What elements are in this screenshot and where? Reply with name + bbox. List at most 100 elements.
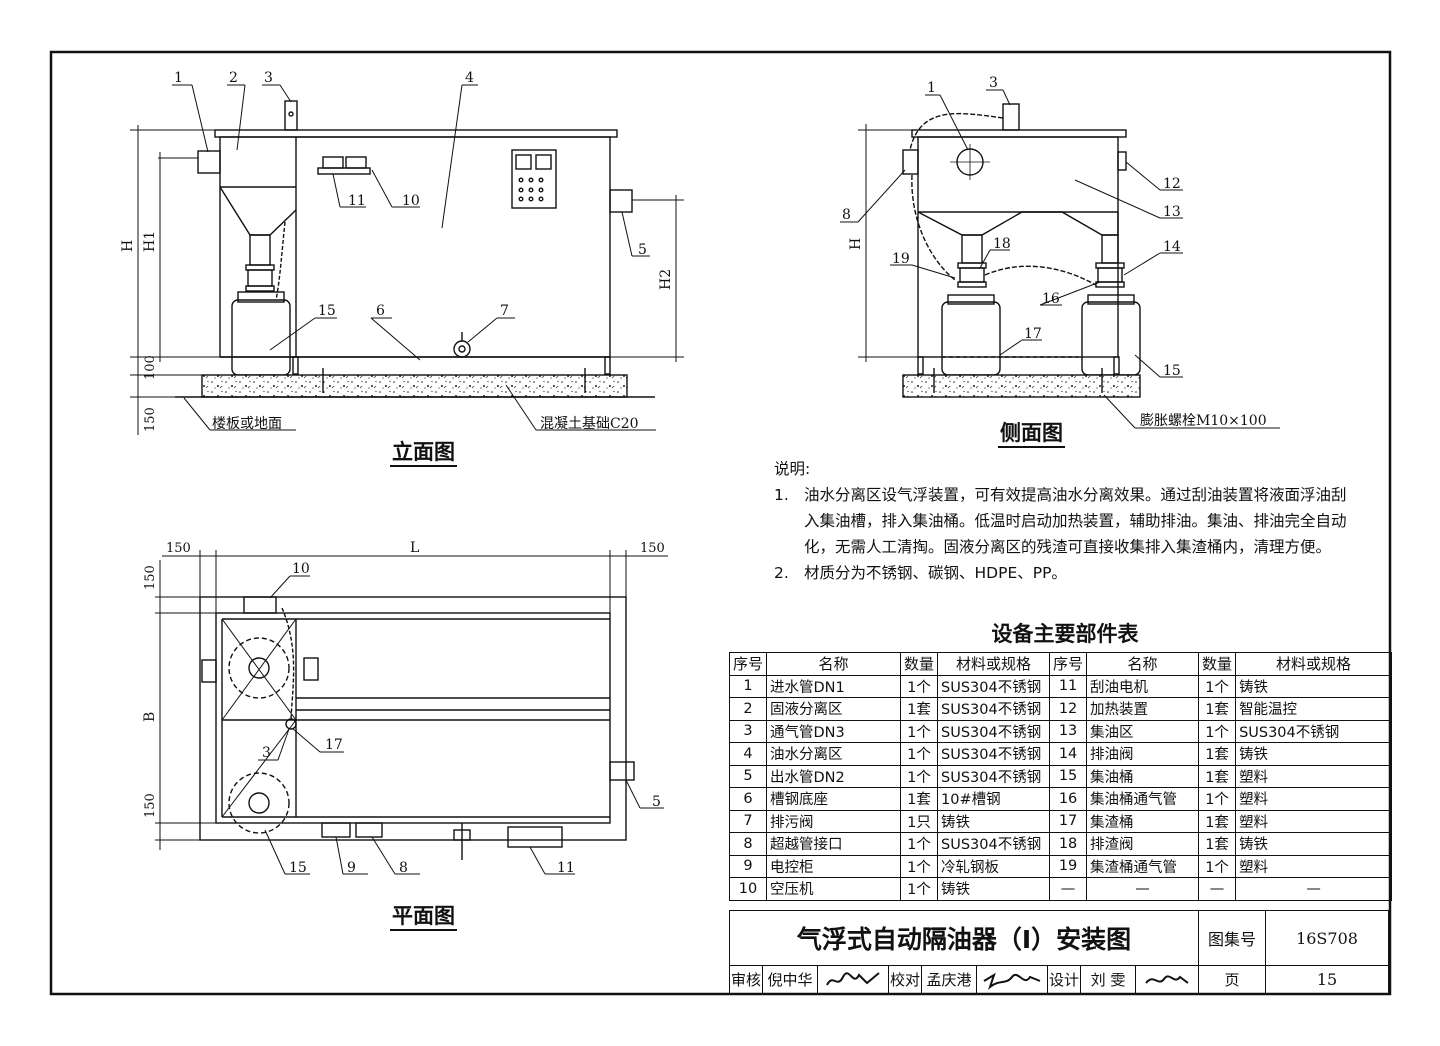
- atlas-label: 图集号: [1198, 910, 1266, 966]
- parts-table-cell: 1个: [900, 719, 939, 743]
- plan-callout-8: 10: [292, 561, 310, 577]
- parts-table-cell: 1套: [1198, 764, 1237, 788]
- parts-table-cell: 通气管DN3: [766, 719, 902, 743]
- parts-table-cell: 16: [1049, 787, 1088, 811]
- note-item-1: 1. 油水分离区设气浮装置，可有效提高油水分离效果。通过刮油装置将液面浮油刮入集…: [774, 482, 1354, 560]
- parts-table-cell: 1个: [900, 832, 939, 856]
- callout-11: 11: [348, 193, 366, 209]
- plan-callout-9: 11: [557, 860, 575, 876]
- side-view: [840, 89, 1280, 429]
- parts-table-cell: 1个: [900, 877, 939, 901]
- parts-table-cell: 10: [728, 877, 768, 901]
- sheet-border: [49, 50, 1392, 996]
- foundation-label: 混凝土基础C20: [540, 415, 639, 432]
- callout-15: 15: [318, 303, 336, 319]
- bolt-label: 膨胀螺栓M10×100: [1140, 412, 1267, 429]
- callout-7: 7: [500, 303, 509, 319]
- callout-6: 6: [376, 303, 385, 319]
- col-header: 名称: [1086, 652, 1200, 676]
- parts-table-cell: —: [1049, 877, 1088, 901]
- parts-table-cell: 1个: [900, 742, 939, 766]
- parts-table-cell: SUS304不锈钢: [1235, 719, 1393, 743]
- parts-table-cell: 超越管接口: [766, 832, 902, 856]
- parts-table-cell: 集油区: [1086, 719, 1200, 743]
- reviewer-name: 倪中华: [762, 965, 818, 994]
- parts-table-cell: 1个: [1198, 854, 1237, 878]
- parts-table-cell: 1只: [900, 809, 939, 833]
- plan-callout-11: 9: [347, 860, 356, 876]
- parts-table-cell: 12: [1049, 697, 1088, 721]
- parts-table-cell: 1个: [1198, 674, 1237, 698]
- parts-table-cell: 1个: [900, 674, 939, 698]
- review-label: 审核: [729, 965, 763, 994]
- dim-100: 100: [143, 355, 158, 380]
- callout-1: 1: [174, 70, 183, 86]
- side-callout-17: 17: [1024, 326, 1042, 342]
- drawing-title: 气浮式自动隔油器（Ⅰ）安装图: [729, 910, 1199, 966]
- col-header: 材料或规格: [1235, 652, 1393, 676]
- dim-H2: H2: [658, 269, 674, 290]
- parts-table-cell: 7: [728, 809, 768, 833]
- callout-10: 10: [402, 193, 420, 209]
- page-number: 15: [1265, 965, 1389, 994]
- parts-table-cell: 8: [728, 832, 768, 856]
- floor-label: 楼板或地面: [212, 416, 282, 432]
- parts-table-cell: 18: [1049, 832, 1088, 856]
- note-num-1: 1.: [774, 486, 789, 504]
- parts-table-cell: SUS304不锈钢: [937, 697, 1051, 721]
- parts-table-cell: 3: [728, 719, 768, 743]
- parts-table-cell: —: [1086, 877, 1200, 901]
- parts-table-cell: 固液分离区: [766, 697, 902, 721]
- side-callout-3: 3: [989, 75, 998, 91]
- reviewer-signature-icon: [826, 971, 880, 986]
- parts-table-cell: 油水分离区: [766, 742, 902, 766]
- plan-view-title: 平面图: [390, 904, 457, 931]
- plan-dim-top150: 150: [143, 565, 158, 590]
- plan-view: [155, 550, 668, 875]
- parts-table-cell: 1: [728, 674, 768, 698]
- side-callout-19: 19: [892, 251, 910, 267]
- side-callout-16: 16: [1042, 291, 1060, 307]
- parts-table-cell: 空压机: [766, 877, 902, 901]
- callout-3: 3: [264, 70, 273, 86]
- parts-table-cell: 17: [1049, 809, 1088, 833]
- parts-table-cell: 19: [1049, 854, 1088, 878]
- col-header: 序号: [728, 652, 768, 676]
- parts-table-cell: 1个: [900, 764, 939, 788]
- side-callout-13: 13: [1163, 204, 1181, 220]
- parts-table-cell: 出水管DN2: [766, 764, 902, 788]
- check-label: 校对: [888, 965, 922, 994]
- parts-table-cell: 集油桶: [1086, 764, 1200, 788]
- parts-table-cell: —: [1235, 877, 1393, 901]
- note-item-2: 2. 材质分为不锈钢、碳钢、HDPE、PP。: [774, 560, 1354, 586]
- design-label: 设计: [1047, 965, 1081, 994]
- plan-callout-15: 15: [289, 860, 307, 876]
- parts-table-cell: —: [1198, 877, 1237, 901]
- side-callout-15: 15: [1163, 363, 1181, 379]
- parts-table-cell: 1套: [900, 697, 939, 721]
- side-dim-H: H: [848, 238, 864, 250]
- checker-name: 孟庆港: [921, 965, 977, 994]
- parts-table-cell: 铸铁: [937, 877, 1051, 901]
- designer-signature-icon: [1145, 974, 1189, 984]
- plan-callout-5: 5: [652, 794, 661, 810]
- parts-table-cell: 排油阀: [1086, 742, 1200, 766]
- side-callout-1: 1: [927, 80, 936, 96]
- designer-signature: [1135, 965, 1199, 994]
- dim-H: H: [120, 240, 136, 252]
- side-callout-18: 18: [993, 236, 1011, 252]
- parts-table-cell: 1套: [1198, 832, 1237, 856]
- col-header: 材料或规格: [937, 652, 1051, 676]
- parts-table-cell: 1个: [1198, 719, 1237, 743]
- parts-table-cell: 10#槽钢: [937, 787, 1051, 811]
- title-block: 气浮式自动隔油器（Ⅰ）安装图 图集号 16S708 审核 倪中华 校对 孟庆港 …: [729, 910, 1389, 994]
- parts-table-cell: 铸铁: [937, 809, 1051, 833]
